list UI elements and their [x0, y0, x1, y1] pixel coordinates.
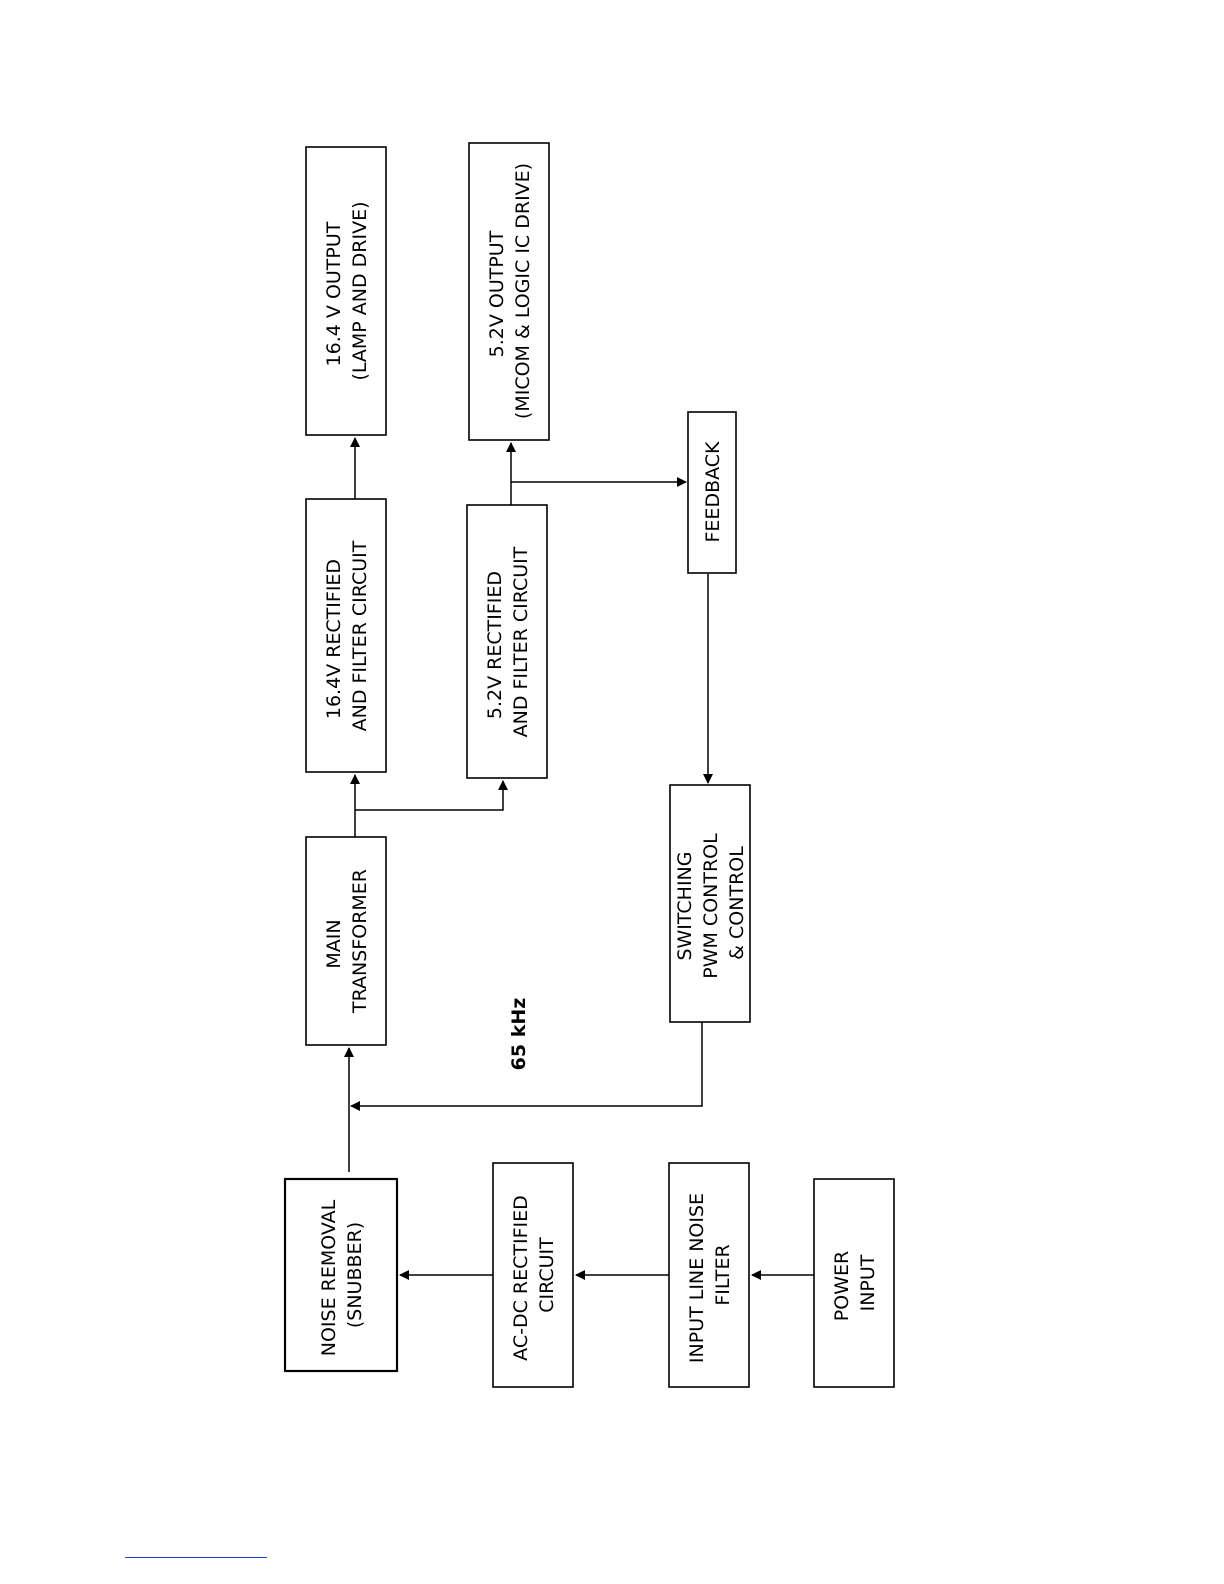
- block-5v-rectifier: 5.2V RECTIFIED AND FILTER CIRCUIT: [467, 505, 547, 778]
- block-feedback: FEEDBACK: [688, 412, 736, 573]
- block-feedback-label: FEEDBACK: [702, 441, 724, 543]
- wire-transformer-to-rect5: [355, 781, 503, 810]
- block-switching-pwm: SWITCHING PWM CONTROL & CONTROL: [670, 785, 750, 1022]
- block-power-input: POWER INPUT: [814, 1179, 894, 1387]
- block-5v-output: 5.2V OUTPUT (MICOM & LOGIC IC DRIVE): [469, 143, 549, 440]
- block-switching-pwm-label: SWITCHING PWM CONTROL & CONTROL: [674, 827, 748, 979]
- block-16v-output: 16.4 V OUTPUT (LAMP AND DRIVE): [306, 147, 386, 435]
- frequency-annotation: 65 kHz: [508, 998, 530, 1071]
- footnote-rule: [125, 1557, 267, 1558]
- block-line-filter: INPUT LINE NOISE FILTER: [669, 1163, 749, 1387]
- block-16v-rectifier: 16.4V RECTIFIED AND FILTER CIRCUIT: [306, 499, 386, 772]
- block-acdc-rectifier: AC-DC RECTIFIED CIRCUIT: [493, 1163, 573, 1387]
- block-main-transformer: MAIN TRANSFORMER: [306, 837, 386, 1045]
- block-snubber: NOISE REMOVAL (SNUBBER): [285, 1179, 397, 1371]
